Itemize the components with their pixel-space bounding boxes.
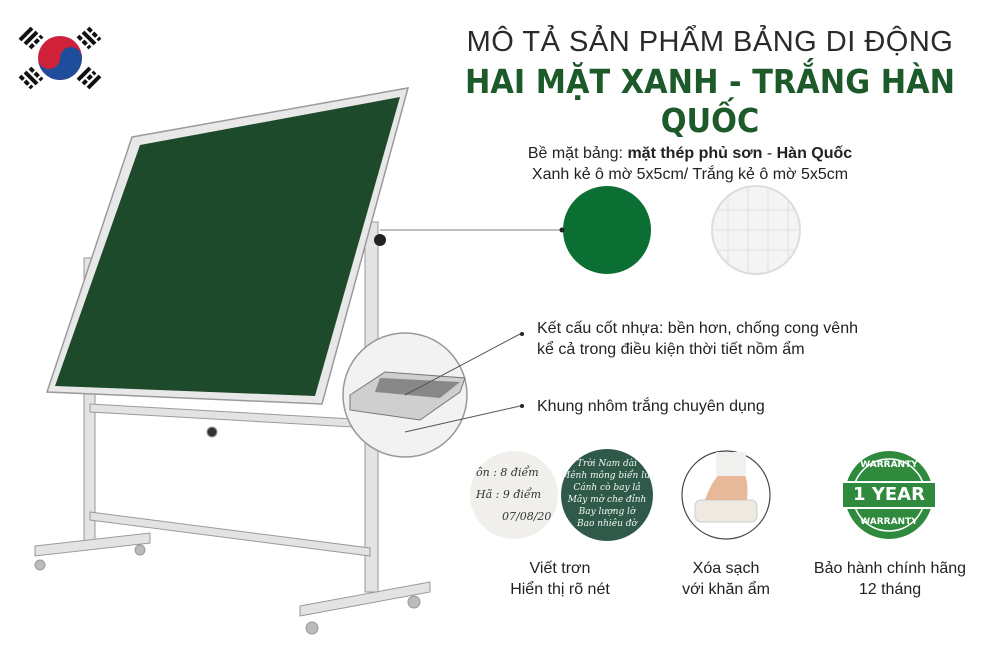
title-line-2: HAI MẶT XANH - TRẮNG HÀN QUỐC bbox=[464, 62, 956, 140]
warranty-center-text: 1 YEAR bbox=[853, 484, 925, 505]
feature-title: Viết trơn bbox=[529, 560, 591, 577]
white-surface-swatch bbox=[711, 185, 801, 275]
south-korea-flag-icon bbox=[18, 26, 102, 90]
warranty-top-text: WARRANTY bbox=[860, 460, 918, 470]
feature-title: Bảo hành chính hãng bbox=[813, 560, 967, 577]
handwriting-line: Mênh mông biển lúa bbox=[561, 471, 656, 481]
surface-separator: - bbox=[762, 145, 777, 162]
handwriting-line: Cánh cò bay lả bbox=[573, 483, 641, 493]
core-callout-line-1: Kết cấu cốt nhựa: bền hơn, chống cong vê… bbox=[537, 320, 858, 337]
white-board-writing-sample bbox=[470, 451, 558, 539]
green-surface-swatch bbox=[559, 186, 651, 274]
surface-material: mặt thép phủ sơn bbox=[627, 145, 763, 162]
core-callout-line-2: kể cả trong điều kiện thời tiết nồm ẩm bbox=[537, 341, 805, 358]
feature-smooth-writing: Viết trơn Hiển thị rõ nét bbox=[480, 558, 640, 600]
handwriting-line: Bao nhiêu đờ bbox=[577, 519, 637, 529]
core-callout: Kết cấu cốt nhựa: bền hơn, chống cong vê… bbox=[537, 318, 957, 360]
handwriting-line: Trời Nam dài bbox=[576, 459, 638, 469]
feature-warranty: Bảo hành chính hãng 12 tháng bbox=[795, 558, 985, 600]
warranty-bottom-text: WARRANTY bbox=[860, 517, 918, 527]
handwriting-line: Hã : 9 điểm bbox=[476, 488, 542, 501]
handwriting-line: ôn : 8 điểm bbox=[476, 466, 539, 479]
board-stand bbox=[34, 221, 431, 635]
warranty-badge-icon bbox=[841, 451, 937, 539]
feature-title: Xóa sạch bbox=[692, 560, 760, 577]
white-board-handwriting: ôn : 8 điểm Hã : 9 điểm 07/08/20 bbox=[476, 462, 556, 528]
surface-grid-description: Xanh kẻ ô mờ 5x5cm/ Trắng kẻ ô mờ 5x5cm bbox=[531, 166, 849, 183]
green-board-writing-sample bbox=[561, 449, 653, 541]
surface-origin: Hàn Quốc bbox=[776, 145, 853, 162]
green-board-handwriting: Trời Nam dài Mênh mông biển lúa Cánh cò … bbox=[561, 458, 656, 530]
feature-subtitle: Hiển thị rõ nét bbox=[510, 581, 610, 598]
handwriting-line: Mây mờ che đỉnh bbox=[567, 495, 647, 505]
hand-wiping-icon bbox=[681, 450, 771, 540]
feature-subtitle: 12 tháng bbox=[858, 581, 922, 598]
green-board bbox=[45, 87, 410, 405]
surface-label: Bề mặt bảng: bbox=[527, 145, 628, 162]
handwriting-line: Bay lượng lờ bbox=[578, 507, 636, 517]
surface-description: Bề mặt bảng: mặt thép phủ sơn - Hàn Quốc… bbox=[500, 143, 880, 185]
handwriting-line: 07/08/20 bbox=[502, 510, 552, 523]
title-line-1: MÔ TẢ SẢN PHẨM BẢNG DI ĐỘNG bbox=[466, 26, 954, 58]
frame-callout: Khung nhôm trắng chuyên dụng bbox=[537, 398, 765, 415]
feature-subtitle: với khăn ẩm bbox=[682, 581, 770, 598]
feature-easy-erase: Xóa sạch với khăn ẩm bbox=[656, 558, 796, 600]
frame-detail-magnifier bbox=[342, 332, 521, 458]
